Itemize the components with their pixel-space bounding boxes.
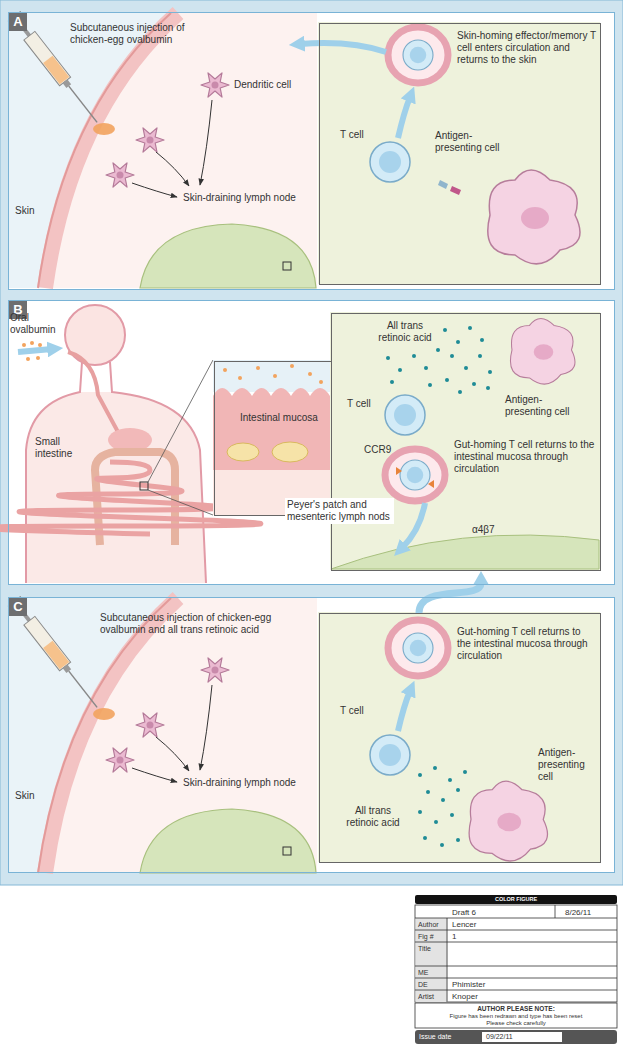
inset-box: Skin-homing effector/memory T cell enter…: [319, 23, 601, 285]
callout-text: Gut-homing T cell returns to the intesti…: [454, 439, 596, 475]
form-cell: Fig #: [418, 932, 434, 941]
arrow-line: [419, 583, 481, 613]
form-cell: ME: [418, 968, 429, 977]
form-note: AUTHOR PLEASE NOTE:: [415, 1005, 617, 1013]
region-label: Intestinal mucosa: [240, 412, 330, 424]
inset-b-art: [330, 312, 600, 570]
form-cell: Draft 6: [452, 908, 476, 917]
region-label: Skin-draining lymph node: [183, 777, 313, 789]
mucosa-box: Intestinal mucosa: [214, 361, 332, 516]
cell-label: T cell: [340, 705, 364, 717]
callout-text: Subcutaneous injection of chicken-egg ov…: [100, 612, 310, 636]
skin-scene: [8, 596, 317, 873]
callout-text: Subcutaneous injection of chicken-egg ov…: [70, 22, 210, 46]
region-label: Peyer's patch and mesenteric lymph nods: [285, 498, 394, 524]
callout-text: Oral ovalbumin: [10, 312, 58, 336]
panel-letter: C: [9, 598, 27, 616]
panel: A Skin-homing effector/memory T cell ente…: [8, 12, 615, 290]
inset-c-art: [318, 612, 600, 862]
mucosa-art: [213, 360, 330, 515]
migration-arrow: [419, 571, 489, 613]
organ-label: Small intestine: [35, 436, 85, 460]
callout-text: Skin-homing effector/memory T cell enter…: [457, 30, 597, 66]
form-table: [415, 895, 617, 1044]
form-cell: Artist: [418, 992, 434, 1001]
form-cell: 8/26/11: [565, 908, 591, 917]
cell-label: T cell: [340, 129, 364, 141]
form-note: Please check carefully: [415, 1020, 617, 1027]
form-note: Figure has been redrawn and type has bee…: [415, 1013, 617, 1020]
cell-label: Antigen-presenting cell: [505, 394, 585, 418]
form-cell: Issue date: [419, 1032, 451, 1041]
panel-letter: A: [9, 13, 27, 31]
region-label: Skin: [15, 205, 34, 217]
callout-text: Gut-homing T cell returns to the intesti…: [457, 626, 595, 662]
cell-label: Antigen-presenting cell: [435, 130, 515, 154]
panel: BIntestinal mucosaAll trans retinoic aci…: [8, 300, 615, 585]
form-cell: Phimister: [452, 980, 485, 989]
form-cell: Author: [418, 920, 439, 929]
form-header: COLOR FIGURE: [415, 896, 617, 903]
form-cell: 09/22/11: [486, 1032, 513, 1041]
inset-box: All trans retinoic acid T cell Antigen-pre…: [331, 313, 601, 571]
inset-box: Gut-homing T cell returns to the intesti…: [319, 613, 601, 863]
cell-label: Antigen-presenting cell: [538, 747, 596, 783]
skin-scene: [8, 11, 317, 288]
molecule-label: All trans retinoic acid: [342, 805, 404, 829]
form-cell: DE: [418, 980, 428, 989]
frame: [0, 0, 623, 885]
receptor-label: CCR9: [364, 444, 391, 456]
form-cell: Title: [418, 944, 431, 953]
region-label: Skin: [15, 790, 34, 802]
receptor-label: α4β7: [472, 524, 495, 536]
form-cell: Knoper: [452, 992, 478, 1001]
molecule-label: All trans retinoic acid: [374, 320, 436, 344]
inset-a-art: [300, 22, 600, 284]
region-label: Skin-draining lymph node: [183, 192, 313, 204]
form-cell: 1: [452, 932, 456, 941]
cell-label: T cell: [347, 398, 371, 410]
cell-label: Dendritic cell: [234, 79, 314, 91]
form-cell: Lencer: [452, 920, 476, 929]
arrow-head: [473, 571, 489, 585]
panel: C Gut-homing T cell returns to the intest…: [8, 597, 615, 873]
